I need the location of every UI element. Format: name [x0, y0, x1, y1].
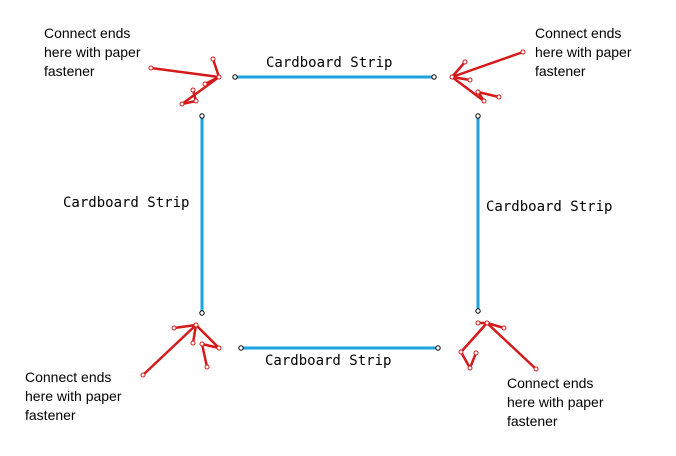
endpoint-top-left: [232, 74, 238, 80]
note-line: fastener: [25, 407, 76, 423]
note-line: fastener: [535, 63, 586, 79]
note-line: Connect ends: [535, 25, 622, 41]
note-line: Connect ends: [44, 25, 131, 41]
endpoint-top-right: [431, 74, 437, 80]
note-bottom-left: Connect ends here with paper fastener: [25, 368, 122, 425]
note-line: fastener: [507, 413, 558, 429]
strip-endpoints: [199, 74, 481, 351]
strip-label-left: Cardboard Strip: [63, 195, 189, 211]
note-line: here with paper: [25, 388, 122, 404]
arrow-top-right: [449, 49, 526, 104]
note-line: fastener: [44, 63, 95, 79]
strip-label-right: Cardboard Strip: [486, 199, 612, 215]
endpoint-left-bottom: [199, 310, 205, 316]
arrow-bottom-right: [458, 320, 539, 372]
arrow-top-left: [148, 56, 222, 107]
strip-label-top: Cardboard Strip: [266, 55, 392, 71]
endpoint-right-bottom: [475, 308, 481, 314]
note-bottom-right: Connect ends here with paper fastener: [507, 374, 604, 431]
endpoint-bottom-left: [238, 345, 244, 351]
note-top-left: Connect ends here with paper fastener: [44, 24, 141, 81]
note-line: here with paper: [535, 44, 632, 60]
endpoint-right-top: [475, 113, 481, 119]
note-line: here with paper: [507, 394, 604, 410]
note-line: here with paper: [44, 44, 141, 60]
strip-label-bottom: Cardboard Strip: [265, 353, 391, 369]
note-line: Connect ends: [507, 375, 594, 391]
endpoint-bottom-right: [435, 345, 441, 351]
note-line: Connect ends: [25, 369, 112, 385]
arrow-bottom-left: [140, 322, 222, 378]
strips: [200, 75, 480, 350]
fastener-arrows: [140, 49, 539, 378]
endpoint-left-top: [199, 113, 205, 119]
note-top-right: Connect ends here with paper fastener: [535, 24, 632, 81]
